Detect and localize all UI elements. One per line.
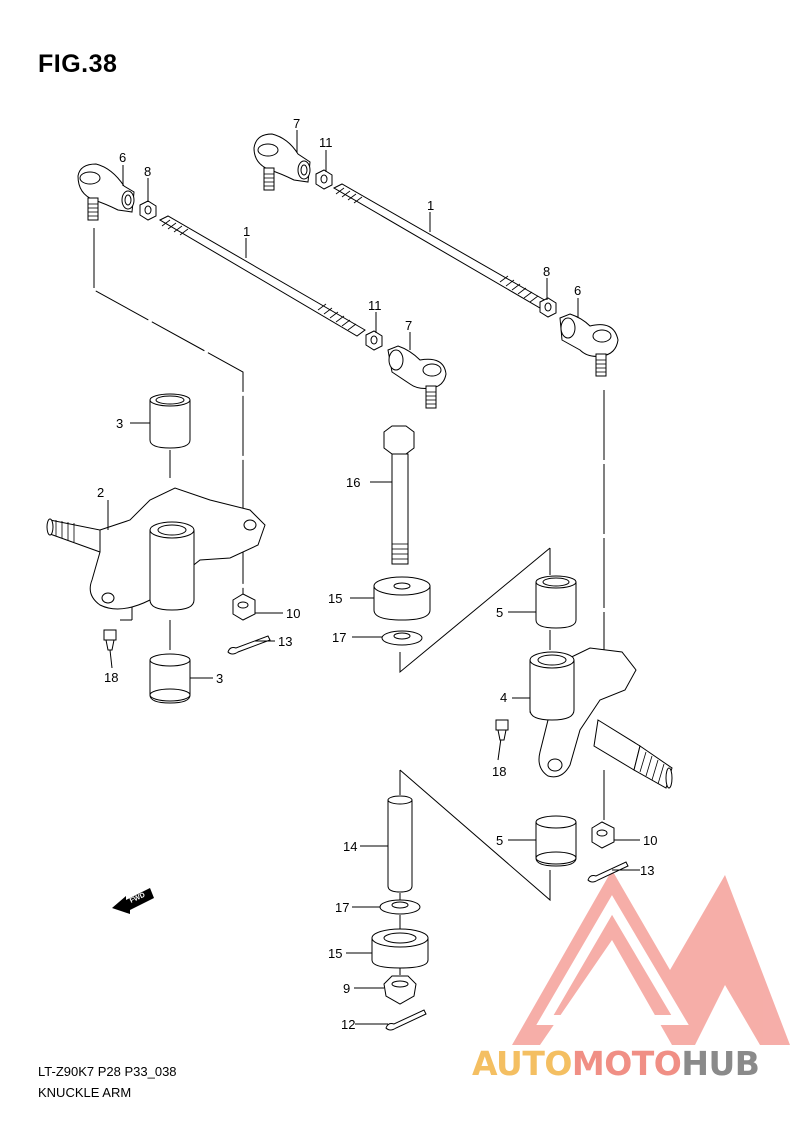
model-code: LT-Z90K7 P28 P33_038: [38, 1064, 177, 1079]
knuckle-left: [46, 393, 266, 704]
callout-label: 18: [104, 670, 118, 685]
callout-label: 5: [496, 605, 503, 620]
watermark-part-hub: HUB: [681, 1044, 760, 1083]
callout-label: 9: [343, 981, 350, 996]
callout-label: 17: [332, 630, 346, 645]
knuckle-right: [495, 575, 673, 867]
callout-label: 2: [97, 485, 104, 500]
section-name: KNUCKLE ARM: [38, 1085, 132, 1100]
assembly-lines: [93, 228, 605, 975]
nut-and-pin-right: [587, 821, 629, 883]
callout-label: 1: [427, 198, 434, 213]
callout-label: 11: [319, 135, 333, 150]
fwd-arrow-icon: FWD: [112, 888, 154, 914]
watermark-part-moto: MOTO: [571, 1044, 682, 1083]
tie-rod-right: [253, 133, 619, 377]
callout-label: 11: [368, 298, 382, 313]
callout-labels: 1 1 2 3 3 4 5 5 6 6 7 7 8 8 9 10 10 11 1…: [97, 116, 657, 1032]
callout-label: 18: [492, 764, 506, 779]
callout-label: 7: [405, 318, 412, 333]
watermark-part-auto: AUTO: [472, 1044, 572, 1083]
figure-title: FIG.38: [38, 50, 118, 78]
callout-label: 17: [335, 900, 349, 915]
callout-label: 13: [278, 634, 292, 649]
nut-and-pin-left: [227, 593, 271, 655]
callout-label: 15: [328, 946, 342, 961]
callout-label: 7: [293, 116, 300, 131]
callout-leaders: [107, 130, 640, 1025]
callout-label: 15: [328, 591, 342, 606]
callout-label: 6: [119, 150, 126, 165]
callout-label: 10: [286, 606, 300, 621]
callout-label: 6: [574, 283, 581, 298]
callout-label: 8: [543, 264, 550, 279]
callout-label: 10: [643, 833, 657, 848]
tie-rod-left: [77, 163, 447, 409]
callout-label: 8: [144, 164, 151, 179]
callout-label: 12: [341, 1017, 355, 1032]
callout-label: 16: [346, 475, 360, 490]
callout-label: 13: [640, 863, 654, 878]
callout-label: 1: [243, 224, 250, 239]
watermark-logo: [512, 870, 790, 1045]
bolt-stack: [373, 425, 431, 646]
callout-label: 5: [496, 833, 503, 848]
lower-stack: [371, 795, 429, 1031]
callout-label: 3: [116, 416, 123, 431]
watermark-text: AUTOMOTOHUB: [472, 1044, 760, 1083]
callout-label: 3: [216, 671, 223, 686]
callout-label: 4: [500, 690, 507, 705]
callout-label: 14: [343, 839, 357, 854]
